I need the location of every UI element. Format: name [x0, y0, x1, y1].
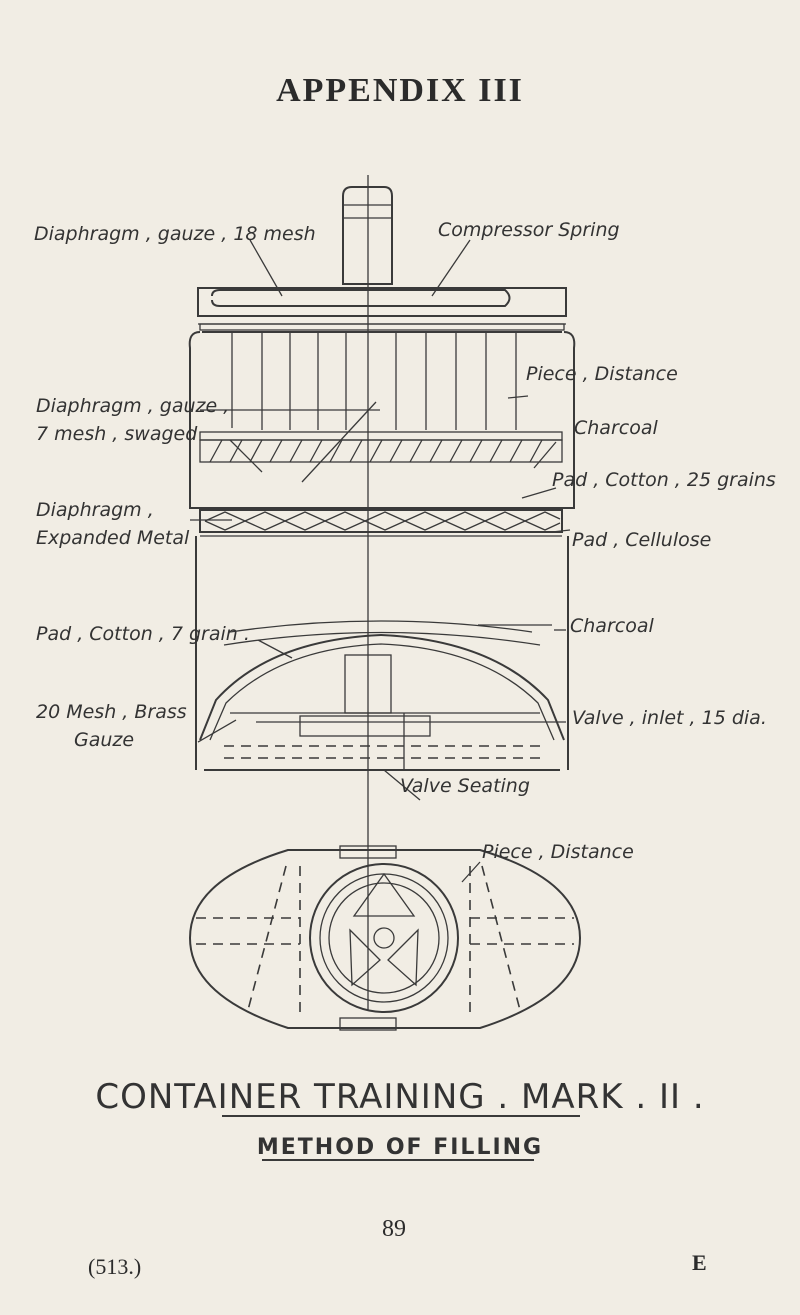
label-diaphragm-gauze-7-line2: 7 mesh , swaged — [36, 423, 198, 445]
upper-chamber — [188, 331, 576, 537]
label-charcoal-mid: Charcoal — [570, 615, 654, 637]
label-diaphragm-gauze-18-mesh: Diaphragm , gauze , 18 mesh — [34, 223, 316, 245]
label-piece-distance-top: Piece , Distance — [526, 363, 678, 385]
footer-signature-mark: E — [692, 1250, 707, 1275]
label-valve-inlet: Valve , inlet , 15 dia. — [572, 707, 767, 729]
label-pad-cellulose: Pad , Cellulose — [572, 529, 711, 551]
label-brass-gauze-line1: 20 Mesh , Brass — [36, 701, 187, 723]
label-pad-cotton-25-grains: Pad , Cotton , 25 grains — [552, 469, 776, 491]
label-diaphragm-expanded-line2: Expanded Metal — [36, 527, 190, 549]
label-pad-cotton-7-grain: Pad , Cotton , 7 grain . — [36, 623, 250, 645]
page-number: 89 — [382, 1216, 406, 1242]
page-heading: APPENDIX III — [276, 72, 524, 109]
label-charcoal-top: Charcoal — [574, 417, 658, 439]
label-diaphragm-expanded-line1: Diaphragm , — [36, 499, 154, 521]
plan-view — [188, 845, 582, 1031]
compressor-spring-cap — [197, 287, 567, 331]
footer-print-code: (513.) — [88, 1254, 142, 1279]
lower-chamber — [195, 536, 569, 771]
label-diaphragm-gauze-7-line1: Diaphragm , gauze , — [36, 395, 229, 417]
title-container-training: CONTAINER TRAINING . MARK . II . — [95, 1077, 704, 1117]
label-compressor-spring: Compressor Spring — [438, 219, 620, 241]
label-brass-gauze-line2: Gauze — [74, 729, 134, 751]
label-valve-seating: Valve Seating — [400, 775, 530, 797]
outlet-nozzle — [342, 175, 393, 1010]
label-piece-distance-bottom: Piece , Distance — [482, 841, 634, 863]
leader-lines — [190, 239, 571, 883]
subtitle-method-of-filling: METHOD OF FILLING — [257, 1135, 543, 1160]
